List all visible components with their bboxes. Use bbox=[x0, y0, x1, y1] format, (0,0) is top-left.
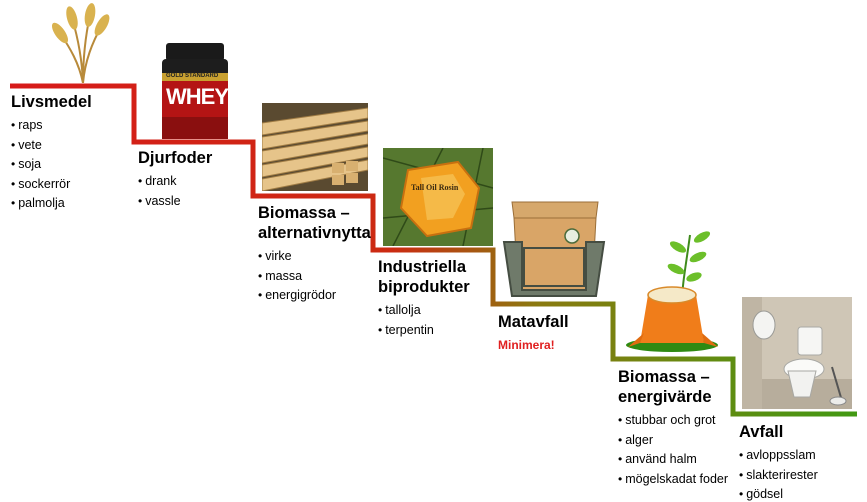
list-item: tallolja bbox=[378, 301, 470, 321]
list-item: alger bbox=[618, 431, 728, 451]
step-avfall: Avfall avloppsslam slakterirester gödsel bbox=[739, 422, 818, 502]
rosin-label: Tall Oil Rosin bbox=[411, 183, 459, 192]
whey-jar-image: GOLD STANDARD WHEY bbox=[160, 43, 230, 139]
list-item: vassle bbox=[138, 192, 212, 212]
list-item: soja bbox=[11, 155, 92, 175]
list-item: använd halm bbox=[618, 450, 728, 470]
list-item: vete bbox=[11, 136, 92, 156]
food-waste-bin-image bbox=[500, 196, 608, 300]
list-item: avloppsslam bbox=[739, 446, 818, 466]
toilet-image bbox=[742, 297, 852, 409]
list-item: massa bbox=[258, 267, 371, 287]
wheat-image bbox=[52, 3, 114, 83]
list-item: energigrödor bbox=[258, 286, 371, 306]
list-item: slakterirester bbox=[739, 466, 818, 486]
lumber-image bbox=[262, 103, 368, 191]
list-item: drank bbox=[138, 172, 212, 192]
jar-label-top: GOLD STANDARD bbox=[166, 73, 219, 79]
step-biomassa-energivarde: Biomassa – energivärde stubbar och grot … bbox=[618, 367, 728, 489]
step-livsmedel: Livsmedel raps vete soja sockerrör palmo… bbox=[11, 92, 92, 214]
step-title-line: biprodukter bbox=[378, 278, 470, 296]
step-title-line: Biomassa – bbox=[618, 368, 710, 386]
step-title-line: Biomassa – bbox=[258, 204, 350, 222]
list-item: virke bbox=[258, 247, 371, 267]
step-title-line: alternativnytta bbox=[258, 224, 371, 242]
step-djurfoder: Djurfoder drank vassle bbox=[138, 148, 212, 211]
step-biomassa-alternativnytta: Biomassa – alternativnytta virke massa e… bbox=[258, 203, 371, 306]
step-matavfall: Matavfall Minimera! bbox=[498, 312, 569, 355]
step-title: Livsmedel bbox=[11, 93, 92, 111]
jar-label-main: WHEY bbox=[166, 84, 229, 109]
list-item: sockerrör bbox=[11, 175, 92, 195]
step-title-line: Industriella bbox=[378, 258, 467, 276]
minimize-note: Minimera! bbox=[498, 338, 555, 352]
list-item: terpentin bbox=[378, 321, 470, 341]
list-item: raps bbox=[11, 116, 92, 136]
step-title-line: energivärde bbox=[618, 388, 712, 406]
step-title: Djurfoder bbox=[138, 149, 213, 167]
step-title: Avfall bbox=[739, 423, 784, 441]
list-item: mögelskadat foder bbox=[618, 470, 728, 490]
step-title: Matavfall bbox=[498, 313, 569, 331]
list-item: palmolja bbox=[11, 194, 92, 214]
rosin-image: Tall Oil Rosin bbox=[383, 148, 493, 246]
stump-image bbox=[620, 225, 730, 353]
list-item: gödsel bbox=[739, 485, 818, 502]
step-industriella-biprodukter: Industriella biprodukter tallolja terpen… bbox=[378, 257, 470, 340]
list-item: stubbar och grot bbox=[618, 411, 728, 431]
